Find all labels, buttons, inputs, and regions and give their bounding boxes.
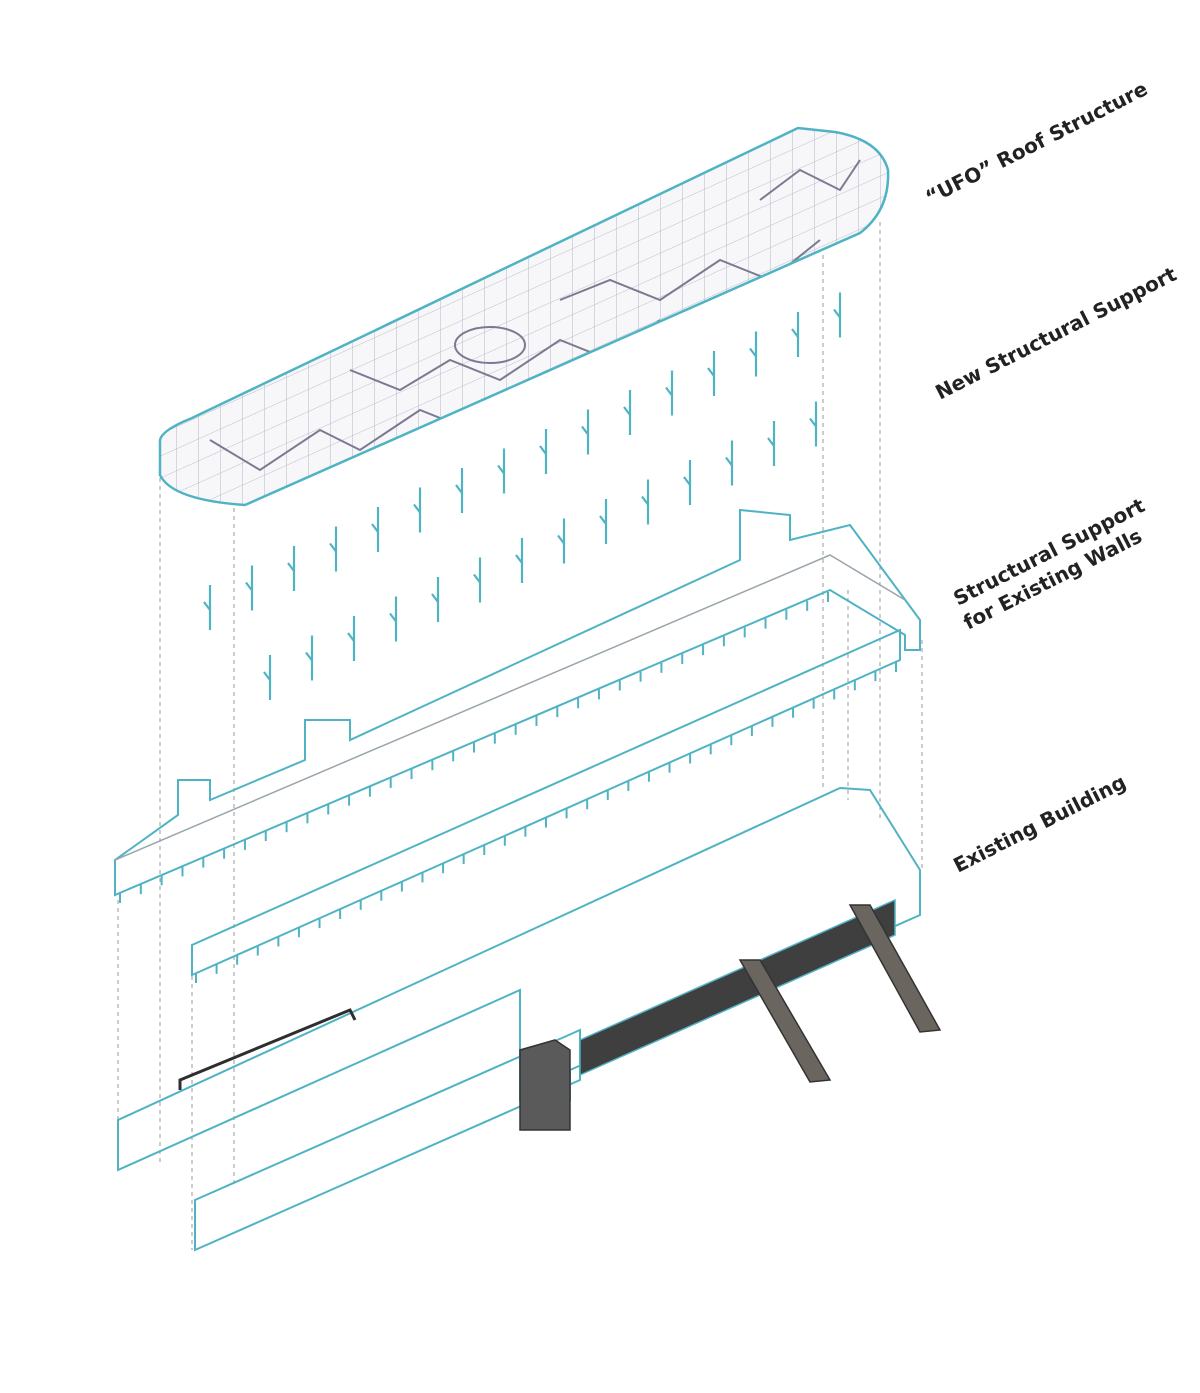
new-structural-support-columns	[203, 292, 842, 700]
support-column	[707, 351, 716, 396]
support-column	[581, 409, 590, 455]
support-column	[305, 635, 314, 681]
support-column	[245, 565, 254, 611]
support-column	[833, 292, 842, 338]
support-column	[455, 468, 464, 513]
label-new-structural-support: New Structural Support	[931, 262, 1180, 405]
alignment-guides	[117, 222, 923, 1250]
support-column	[347, 616, 356, 661]
support-column	[263, 655, 272, 700]
support-column	[641, 479, 650, 525]
support-column	[413, 487, 422, 533]
support-column	[287, 546, 296, 591]
support-column	[515, 538, 524, 583]
support-column	[497, 448, 506, 494]
label-ufo-roof-structure: “UFO” Roof Structure	[921, 76, 1151, 209]
support-column	[791, 312, 800, 357]
support-column	[767, 421, 776, 466]
support-column	[599, 499, 608, 544]
support-column	[623, 390, 632, 435]
support-column	[473, 557, 482, 603]
support-column	[389, 596, 398, 642]
support-column	[329, 526, 338, 572]
ufo-roof-structure	[158, 126, 890, 507]
support-column	[749, 331, 758, 377]
support-column	[431, 577, 440, 622]
support-column	[665, 370, 674, 416]
support-column	[725, 440, 734, 486]
support-column	[539, 429, 548, 474]
support-column	[203, 585, 212, 630]
diagram-labels: “UFO” Roof Structure New Structural Supp…	[921, 76, 1180, 877]
support-column	[557, 518, 566, 564]
label-existing-building: Existing Building	[949, 770, 1129, 878]
support-column	[371, 507, 380, 552]
existing-building	[117, 786, 942, 1252]
wall-support-frames	[114, 508, 921, 983]
support-column	[809, 401, 818, 447]
support-column	[683, 460, 692, 505]
